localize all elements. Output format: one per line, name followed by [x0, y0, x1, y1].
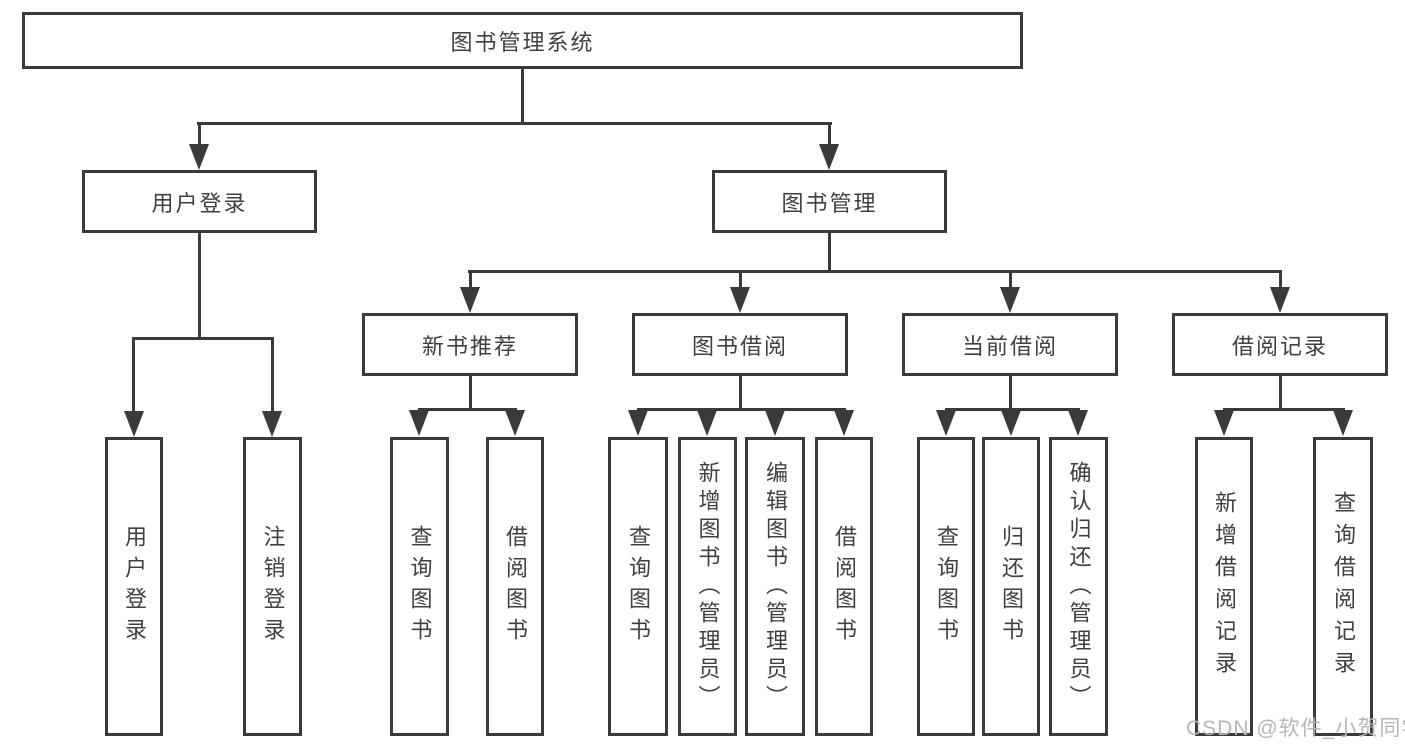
arrowhead	[819, 144, 839, 170]
edge-line	[1009, 270, 1012, 289]
arrowhead	[765, 410, 785, 436]
arrowhead	[1068, 410, 1088, 436]
arrowhead	[936, 410, 956, 436]
edge-line	[469, 270, 472, 289]
leaf-add-borrow-record: 新增借阅记录	[1195, 437, 1253, 736]
edge-line	[1279, 376, 1282, 408]
leaf-return-books: 归还图书	[982, 437, 1040, 736]
arrowhead	[1270, 287, 1290, 313]
node-current-borrowing: 当前借阅	[902, 313, 1118, 376]
leaf-add-book-admin: 新增图书（管理员）	[678, 437, 737, 736]
arrowhead	[124, 411, 144, 437]
arrowhead	[460, 287, 480, 313]
arrowhead	[628, 410, 648, 436]
leaf-logout: 注销登录	[243, 437, 302, 736]
arrowhead	[730, 287, 750, 313]
arrowhead	[1333, 410, 1353, 436]
leaf-user-login: 用户登录	[105, 437, 163, 736]
edge-line	[132, 337, 274, 340]
node-library-management-system: 图书管理系统	[22, 12, 1023, 69]
leaf-borrow-books-recommend: 借阅图书	[486, 437, 544, 736]
leaf-borrow-books: 借阅图书	[815, 437, 873, 736]
node-book-borrowing: 图书借阅	[632, 313, 848, 376]
node-book-management: 图书管理	[712, 170, 947, 233]
node-user-login: 用户登录	[82, 170, 317, 233]
edge-line	[197, 122, 832, 125]
leaf-confirm-return-admin: 确认归还（管理员）	[1049, 437, 1108, 736]
edge-line	[418, 408, 517, 411]
arrowhead	[505, 410, 525, 436]
edge-line	[132, 337, 135, 413]
edge-line	[1009, 376, 1012, 408]
leaf-query-books-borrow: 查询图书	[608, 437, 668, 736]
arrowhead	[1001, 410, 1021, 436]
arrowhead	[834, 410, 854, 436]
edge-line	[198, 233, 201, 337]
edge-line	[198, 122, 201, 146]
edge-line	[468, 270, 1282, 273]
edge-line	[739, 376, 742, 408]
leaf-query-borrow-record: 查询借阅记录	[1313, 437, 1373, 736]
leaf-edit-book-admin: 编辑图书（管理员）	[745, 437, 805, 736]
arrowhead	[1214, 410, 1234, 436]
edge-line	[271, 337, 274, 413]
node-new-book-recommendation: 新书推荐	[362, 313, 578, 376]
arrowhead	[189, 144, 209, 170]
edge-line	[1223, 408, 1345, 411]
node-borrowing-records: 借阅记录	[1172, 313, 1388, 376]
arrowhead	[262, 411, 282, 437]
edge-line	[521, 69, 524, 122]
edge-line	[739, 270, 742, 289]
edge-line	[1279, 270, 1282, 289]
edge-line	[828, 122, 831, 146]
edge-line	[828, 233, 831, 270]
edge-line	[469, 376, 472, 408]
edge-line	[945, 408, 1080, 411]
leaf-query-books-current: 查询图书	[917, 437, 975, 736]
leaf-query-books-recommend: 查询图书	[390, 437, 449, 736]
arrowhead	[409, 410, 429, 436]
edge-line	[637, 408, 846, 411]
arrowhead	[697, 410, 717, 436]
arrowhead	[1000, 287, 1020, 313]
csdn-watermark: CSDN @软件_小贺同学	[1186, 717, 1405, 740]
